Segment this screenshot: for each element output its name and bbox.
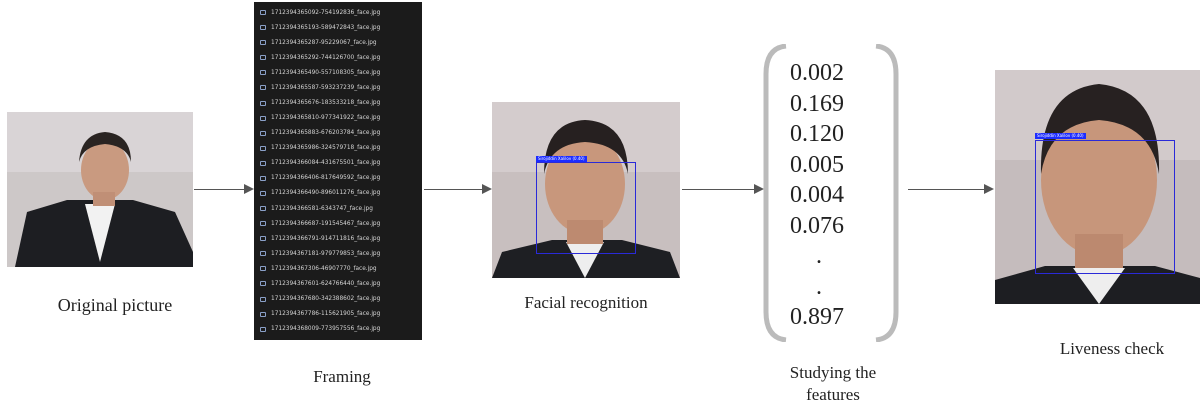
image-file-icon bbox=[260, 85, 266, 91]
file-row: 1712394367786-115621905_face.jpg bbox=[254, 307, 422, 322]
file-row: 1712394366791-914711816_face.jpg bbox=[254, 231, 422, 246]
recognition-face-label: Sirojiddin Xalilov (0.40) bbox=[536, 156, 587, 162]
arrow-1 bbox=[194, 184, 254, 194]
file-name: 1712394366687-191545467_face.jpg bbox=[271, 220, 381, 227]
recognition-caption: Facial recognition bbox=[524, 293, 648, 312]
image-file-icon bbox=[260, 251, 266, 257]
file-row: 1712394367680-342388602_face.jpg bbox=[254, 291, 422, 306]
file-row: 1712394366687-191545467_face.jpg bbox=[254, 216, 422, 231]
feature-value: 0.169 bbox=[790, 90, 844, 117]
features-caption-line1: Studying the bbox=[789, 363, 877, 382]
file-row: 1712394365490-557108305_face.jpg bbox=[254, 65, 422, 80]
file-row: 1712394366490-896011276_face.jpg bbox=[254, 186, 422, 201]
image-file-icon bbox=[260, 281, 266, 287]
file-row: 1712394368009-773957556_face.jpg bbox=[254, 322, 422, 337]
file-name: 1712394366406-817649592_face.jpg bbox=[271, 175, 381, 182]
image-file-icon bbox=[260, 296, 266, 302]
framing-caption: Framing bbox=[313, 367, 371, 386]
image-file-icon bbox=[260, 40, 266, 46]
file-name: 1712394365092-754192836_face.jpg bbox=[271, 9, 381, 16]
image-file-icon bbox=[260, 25, 266, 31]
file-name: 1712394365986-324579718_face.jpg bbox=[271, 145, 381, 152]
file-row: 1712394365986-324579718_face.jpg bbox=[254, 141, 422, 156]
feature-value: 0.120 bbox=[790, 121, 844, 147]
image-file-icon bbox=[260, 115, 266, 121]
image-file-icon bbox=[260, 206, 266, 212]
image-file-icon bbox=[260, 130, 266, 136]
file-name: 1712394366490-896011276_face.jpg bbox=[271, 190, 381, 197]
image-file-icon bbox=[260, 70, 266, 76]
file-row: 1712394365287-95229067_face.jpg bbox=[254, 35, 422, 50]
file-name: 1712394366581-6343747_face.jpg bbox=[271, 205, 373, 212]
feature-value: 0.005 bbox=[790, 151, 844, 178]
file-name: 1712394366791-914711816_face.jpg bbox=[271, 235, 381, 242]
file-name: 1712394365676-183533218_face.jpg bbox=[271, 100, 381, 106]
original-caption: Original picture bbox=[57, 295, 173, 315]
file-row: 1712394367181-979779853_face.jpg bbox=[254, 246, 422, 261]
file-name: 1712394365810-977341922_face.jpg bbox=[271, 115, 381, 122]
feature-ellipsis: . bbox=[816, 273, 822, 300]
image-file-icon bbox=[260, 190, 266, 196]
image-file-icon bbox=[260, 311, 266, 317]
features-caption: Studying the features bbox=[768, 362, 898, 406]
features-caption-line2: features bbox=[806, 385, 860, 404]
feature-value: 0.004 bbox=[790, 182, 844, 208]
image-file-icon bbox=[260, 55, 266, 61]
arrow-2 bbox=[424, 184, 492, 194]
recognition-face-box bbox=[536, 162, 636, 254]
feature-value: 0.002 bbox=[790, 60, 844, 86]
file-name: 1712394365193-589472843_face.jpg bbox=[271, 24, 381, 31]
image-file-icon bbox=[260, 221, 266, 227]
framing-file-list: 1712394365092-754192836_face.jpg 17123943… bbox=[254, 2, 422, 340]
liveness-photo: Sirojiddin Xalilov (0.40) bbox=[995, 70, 1200, 304]
recognition-photo: Sirojiddin Xalilov (0.40) bbox=[492, 102, 680, 278]
file-name: 1712394367680-342388602_face.jpg bbox=[271, 296, 381, 303]
feature-ellipsis: . bbox=[816, 243, 822, 269]
liveness-caption: Liveness check bbox=[1059, 339, 1165, 358]
file-name: 1712394367181-979779853_face.jpg bbox=[271, 250, 381, 257]
file-row: 1712394365193-589472843_face.jpg bbox=[254, 20, 422, 35]
file-name: 1712394368009-773957556_face.jpg bbox=[271, 326, 381, 333]
file-row: 1712394366406-817649592_face.jpg bbox=[254, 171, 422, 186]
vector-left-bracket bbox=[763, 44, 787, 342]
image-file-icon bbox=[260, 160, 266, 166]
image-file-icon bbox=[260, 145, 266, 151]
file-row: 1712394365883-676203784_face.jpg bbox=[254, 126, 422, 141]
feature-vector: 0.002 0.169 0.120 0.005 0.004 0.076 . . … bbox=[790, 58, 870, 333]
file-name: 1712394365287-95229067_face.jpg bbox=[271, 39, 377, 46]
image-file-icon bbox=[260, 326, 266, 332]
image-file-icon bbox=[260, 100, 266, 106]
arrow-3 bbox=[682, 184, 764, 194]
image-file-icon bbox=[260, 10, 266, 16]
image-file-icon bbox=[260, 266, 266, 272]
liveness-face-label: Sirojiddin Xalilov (0.40) bbox=[1035, 133, 1086, 139]
file-row: 1712394366581-6343747_face.jpg bbox=[254, 201, 422, 216]
file-name: 1712394366084-431675501_face.jpg bbox=[271, 160, 381, 167]
file-row: 1712394365292-744126700_face.jpg bbox=[254, 50, 422, 65]
file-name: 1712394367601-624766440_face.jpg bbox=[271, 280, 381, 287]
file-row: 1712394365676-183533218_face.jpg bbox=[254, 95, 422, 110]
image-file-icon bbox=[260, 175, 266, 181]
file-row: 1712394365810-977341922_face.jpg bbox=[254, 111, 422, 126]
liveness-face-box bbox=[1035, 140, 1175, 274]
file-row: 1712394367601-624766440_face.jpg bbox=[254, 276, 422, 291]
arrow-4 bbox=[908, 184, 994, 194]
file-name: 1712394365883-676203784_face.jpg bbox=[271, 130, 381, 137]
file-name: 1712394365490-557108305_face.jpg bbox=[271, 69, 381, 76]
original-photo bbox=[7, 112, 193, 267]
file-name: 1712394365292-744126700_face.jpg bbox=[271, 54, 381, 61]
image-file-icon bbox=[260, 236, 266, 242]
file-name: 1712394365587-593237239_face.jpg bbox=[271, 84, 381, 91]
feature-value-last: 0.897 bbox=[790, 304, 844, 330]
file-row: 1712394367306-46907770_face.jpg bbox=[254, 261, 422, 276]
file-name: 1712394367786-115621905_face.jpg bbox=[271, 311, 381, 318]
vector-right-bracket bbox=[875, 44, 899, 342]
file-row: 1712394365092-754192836_face.jpg bbox=[254, 5, 422, 20]
file-name: 1712394367306-46907770_face.jpg bbox=[271, 265, 377, 272]
feature-value: 0.076 bbox=[790, 212, 844, 239]
file-row: 1712394366084-431675501_face.jpg bbox=[254, 156, 422, 171]
file-row: 1712394365587-593237239_face.jpg bbox=[254, 80, 422, 95]
